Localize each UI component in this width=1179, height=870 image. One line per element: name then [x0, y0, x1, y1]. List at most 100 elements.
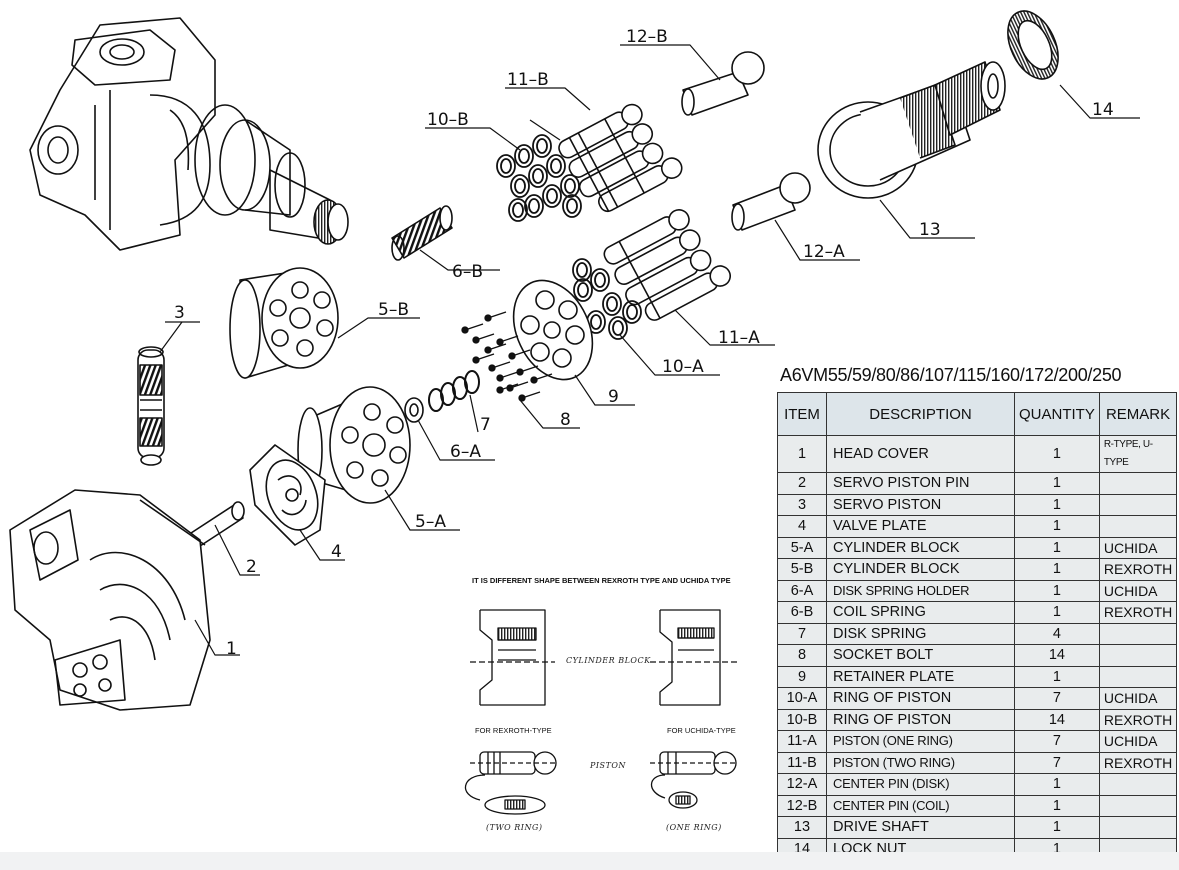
rexroth-cylinder-section [470, 609, 555, 706]
cell-remark: REXROTH [1098, 751, 1178, 774]
cell-description: VALVE PLATE [826, 515, 1015, 538]
cell-quantity: 1 [1014, 515, 1100, 538]
cell-remark [1098, 515, 1178, 538]
comparison-heading: IT IS DIFFERENT SHAPE BETWEEN REXROTH TY… [472, 576, 731, 585]
cell-description: DRIVE SHAFT [826, 816, 1015, 839]
cell-remark: R-TYPE, U-TYPE [1098, 435, 1178, 473]
callout-10a: 10–A [662, 357, 704, 377]
cell-description: CYLINDER BLOCK [826, 536, 1015, 559]
cell-remark: UCHIDA [1098, 730, 1178, 753]
cell-quantity: 4 [1014, 622, 1100, 645]
callout-8: 8 [560, 410, 571, 430]
cell-item: 12-A [777, 773, 827, 796]
cell-quantity: 1 [1014, 493, 1100, 516]
center-pin-coil [681, 51, 765, 116]
cell-quantity: 1 [1014, 773, 1100, 796]
table-header-row: ITEM DESCRIPTION QUANTITY REMARK [777, 392, 1178, 436]
cell-description: DISK SPRING HOLDER [826, 579, 1015, 602]
cell-description: SOCKET BOLT [826, 644, 1015, 667]
cell-remark: UCHIDA [1098, 536, 1178, 559]
callout-3: 3 [174, 303, 185, 323]
comparison-labels: IT IS DIFFERENT SHAPE BETWEEN REXROTH TY… [472, 576, 736, 832]
cell-description: RETAINER PLATE [826, 665, 1015, 688]
cell-remark [1098, 816, 1178, 839]
cell-description: HEAD COVER [826, 435, 1015, 473]
header-description: DESCRIPTION [826, 392, 1015, 436]
cell-remark [1098, 794, 1178, 817]
cell-remark [1098, 665, 1178, 688]
callout-4: 4 [331, 542, 342, 562]
cell-quantity: 7 [1014, 730, 1100, 753]
cell-quantity: 1 [1014, 579, 1100, 602]
upper-housing-assembly [29, 17, 349, 251]
disk-springs [428, 370, 480, 412]
cell-quantity: 1 [1014, 558, 1100, 581]
center-pin-disk [731, 172, 811, 231]
cell-description: SERVO PISTON [826, 493, 1015, 516]
cell-item: 10-B [777, 708, 827, 731]
cell-item: 2 [777, 472, 827, 495]
callout-7: 7 [480, 415, 491, 435]
cell-description: PISTON (ONE RING) [826, 730, 1015, 753]
callout-1: 1 [226, 639, 237, 659]
callout-6b: 6–B [452, 262, 483, 282]
one-ring-label: (ONE RING) [666, 823, 722, 832]
cell-quantity: 14 [1014, 644, 1100, 667]
cell-remark: REXROTH [1098, 601, 1178, 624]
cell-description: RING OF PISTON [826, 708, 1015, 731]
cell-item: 11-B [777, 751, 827, 774]
cell-remark [1098, 773, 1178, 796]
cell-description: SERVO PISTON PIN [826, 472, 1015, 495]
cell-quantity: 1 [1014, 435, 1100, 473]
cell-remark [1098, 644, 1178, 667]
cell-item: 5-A [777, 536, 827, 559]
uchida-cylinder-section [650, 609, 740, 706]
cylinder-block-label: CYLINDER BLOCK [566, 656, 651, 665]
cell-remark: UCHIDA [1098, 687, 1178, 710]
callout-14: 14 [1092, 100, 1114, 120]
cell-quantity: 7 [1014, 751, 1100, 774]
uchida-type-label: FOR UCHIDA-TYPE [667, 726, 736, 735]
drive-shaft [817, 61, 1006, 199]
cell-quantity: 1 [1014, 816, 1100, 839]
cell-item: 10-A [777, 687, 827, 710]
callout-13: 13 [919, 220, 941, 240]
callout-12a: 12–A [803, 242, 845, 262]
two-ring-label: (TWO RING) [486, 823, 542, 832]
cell-quantity: 1 [1014, 472, 1100, 495]
cell-description: CYLINDER BLOCK [826, 558, 1015, 581]
cell-description: PISTON (TWO RING) [826, 751, 1015, 774]
model-title: A6VM55/59/80/86/107/115/160/172/200/250 [780, 365, 1122, 385]
cylinder-block-uchida [297, 386, 411, 504]
valve-plate [249, 444, 326, 546]
cell-item: 8 [777, 644, 827, 667]
lock-nut [1007, 10, 1059, 80]
cell-quantity: 1 [1014, 794, 1100, 817]
callout-10b: 10–B [427, 110, 469, 130]
header-quantity: QUANTITY [1014, 392, 1100, 436]
cell-remark: REXROTH [1098, 708, 1178, 731]
cell-remark: REXROTH [1098, 558, 1178, 581]
cell-item: 6-A [777, 579, 827, 602]
cell-description: DISK SPRING [826, 622, 1015, 645]
rexroth-piston-sketch [464, 751, 557, 815]
cell-item: 4 [777, 515, 827, 538]
cylinder-block-rexroth [229, 267, 339, 379]
callout-5b: 5–B [378, 300, 409, 320]
cell-remark [1098, 622, 1178, 645]
piston-label: PISTON [589, 761, 626, 770]
callout-11b: 11–B [507, 70, 549, 90]
